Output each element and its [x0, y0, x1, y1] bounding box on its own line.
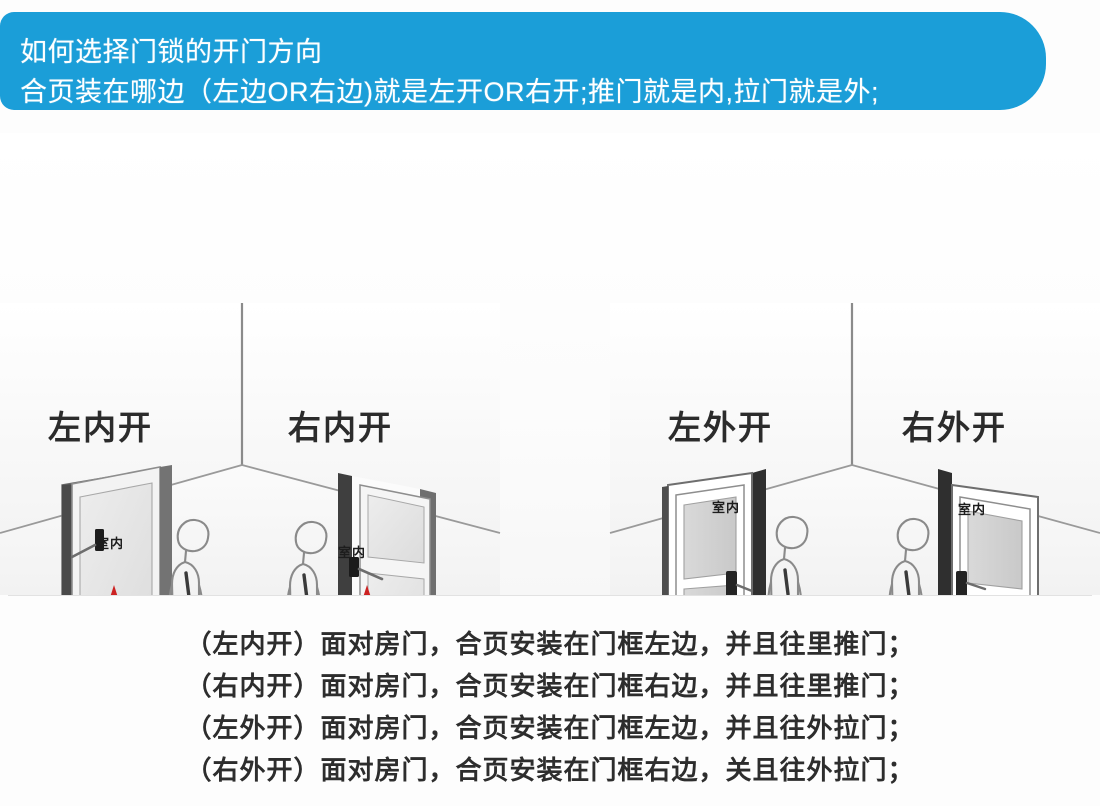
explanation-line-2: （右内开）面对房门，合页安装在门框右边，并且往里推门；: [185, 672, 915, 702]
person-3: [767, 515, 809, 595]
panel-right-inward: [338, 473, 436, 595]
panel-left-inward: [61, 465, 172, 595]
room-label-4: 室内: [958, 503, 987, 518]
banner-line-2: 合页装在哪边（左边OR右边)就是左开OR右开;推门就是内,拉门就是外;: [20, 77, 879, 107]
room-label-1: 室内: [96, 537, 125, 552]
panel-title-left-outward: 左外开: [668, 408, 773, 447]
door-direction-illustration: [0, 303, 1100, 595]
header-banner: 如何选择门锁的开门方向 合页装在哪边（左边OR右边)就是左开OR右开;推门就是内…: [0, 12, 1046, 110]
explanation-line-4: （右外开）面对房门，合页安装在门框右边，关且往外拉门；: [185, 756, 915, 786]
panel-title-right-inward: 右内开: [288, 408, 393, 447]
person-1: [168, 518, 210, 595]
banner-line-1: 如何选择门锁的开门方向: [20, 37, 323, 67]
section-divider: [8, 595, 1092, 596]
panel-title-right-outward: 右外开: [902, 408, 1007, 447]
room-label-2: 室内: [338, 546, 367, 561]
diagram-board: 左内开 右内开 左外开 右外开 室内 室内 室内 室内: [0, 133, 1100, 595]
panel-right-outward: [938, 469, 1039, 595]
person-4: [888, 517, 930, 595]
explanation-line-3: （左外开）面对房门，合页安装在门框左边，并且往外拉门；: [185, 714, 915, 744]
person-2: [287, 520, 328, 595]
panel-title-left-inward: 左内开: [48, 408, 153, 447]
panel-left-outward: [662, 469, 766, 595]
room-label-3: 室内: [712, 501, 741, 516]
explanation-line-1: （左内开）面对房门，合页安装在门框左边，并且往里推门；: [185, 630, 915, 660]
